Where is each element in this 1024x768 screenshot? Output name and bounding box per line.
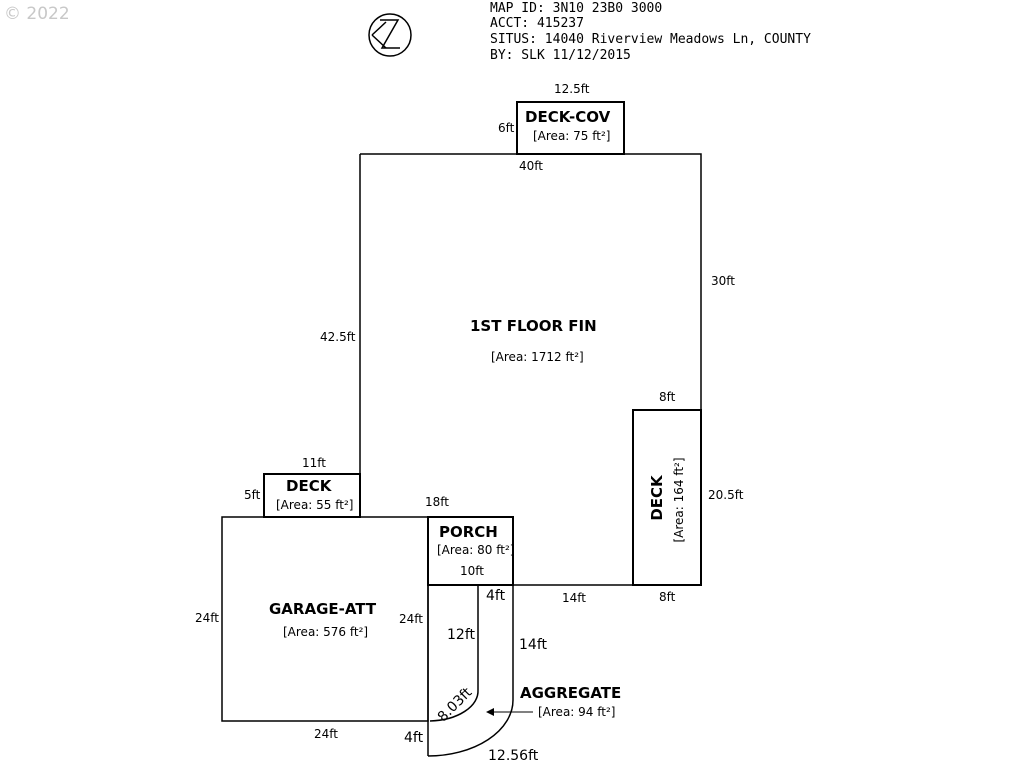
deck-right-area: [Area: 164 ft²] — [672, 457, 686, 543]
situs-text: SITUS: 14040 Riverview Meadows Ln, COUNT… — [490, 32, 811, 47]
dim-agg-bottom: 4ft — [404, 730, 424, 746]
deck-right-label: DECK — [648, 475, 666, 521]
deck-cov-label: DECK-COV — [525, 108, 611, 126]
porch-label: PORCH — [439, 523, 498, 541]
dim-deck-left-width: 11ft — [302, 456, 326, 470]
map-id-text: MAP ID: 3N10 23B0 3000 — [490, 1, 663, 16]
north-arrow-icon — [368, 13, 412, 57]
aggregate-arrow — [486, 708, 533, 716]
dim-floor-top: 40ft — [519, 159, 543, 173]
garage-label: GARAGE-ATT — [269, 600, 377, 618]
dim-deck-right-side: 20.5ft — [708, 488, 744, 502]
aggregate-area: [Area: 94 ft²] — [538, 705, 616, 719]
dim-deck-right-top: 8ft — [659, 390, 676, 404]
dim-deck-cov-width: 12.5ft — [554, 82, 590, 96]
dim-garage-left: 24ft — [195, 611, 219, 625]
dim-floor-right: 30ft — [711, 274, 735, 288]
deck-cov-area: [Area: 75 ft²] — [533, 129, 611, 143]
copyright-watermark: © 2022 — [4, 4, 70, 24]
deck-right-outline — [632, 409, 702, 586]
acct-text: ACCT: 415237 — [490, 16, 584, 31]
aggregate-outline — [427, 585, 514, 757]
first-floor-label: 1ST FLOOR FIN — [470, 317, 597, 335]
dim-deck-left-height: 5ft — [244, 488, 261, 502]
dim-floor-left: 42.5ft — [320, 330, 356, 344]
garage-area: [Area: 576 ft²] — [283, 625, 369, 639]
dim-garage-bottom: 24ft — [314, 727, 338, 741]
first-floor-area: [Area: 1712 ft²] — [491, 350, 584, 364]
garage-outline — [221, 516, 429, 722]
dim-deck-right-bottom: 8ft — [659, 590, 676, 604]
aggregate-label: AGGREGATE — [520, 684, 622, 702]
deck-left-label: DECK — [286, 477, 332, 495]
dim-agg-right: 14ft — [519, 637, 547, 653]
dim-floor-bottom: 14ft — [562, 591, 586, 605]
by-text: BY: SLK 11/12/2015 — [490, 48, 631, 63]
porch-outline — [427, 516, 514, 586]
porch-area: [Area: 80 ft²] — [437, 543, 515, 557]
dim-agg-inner: 12ft — [447, 627, 475, 643]
dim-porch-bottom: 10ft — [460, 564, 484, 578]
deck-cov-outline — [516, 101, 625, 155]
deck-left-area: [Area: 55 ft²] — [276, 498, 354, 512]
dim-porch-top: 18ft — [425, 495, 449, 509]
dim-deck-cov-height: 6ft — [498, 121, 515, 135]
dim-garage-right: 24ft — [399, 612, 423, 626]
dim-agg-arc-outer: 12.56ft — [488, 748, 539, 764]
dim-agg-top: 4ft — [486, 588, 506, 604]
